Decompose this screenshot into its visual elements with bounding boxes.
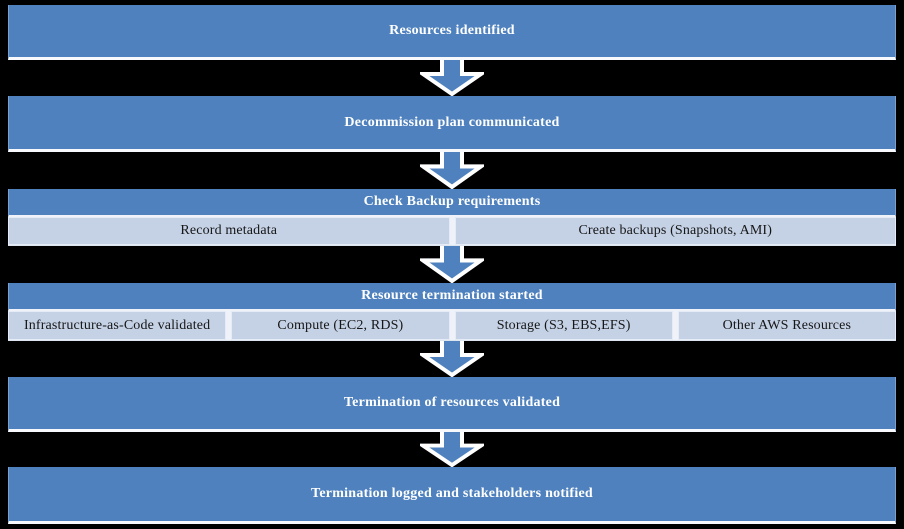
step-label: Decommission plan communicated: [344, 114, 560, 130]
connector-3: [8, 246, 896, 283]
step-label: Termination logged and stakeholders noti…: [311, 486, 593, 501]
subtask-label: Infrastructure-as-Code validated: [23, 317, 211, 333]
termination-subtasks-row: Infrastructure-as-Code validated Compute…: [8, 311, 896, 341]
down-arrow-icon: [420, 246, 484, 283]
group-label: Resource termination started: [361, 288, 543, 303]
subtask-record-metadata: Record metadata: [8, 217, 450, 245]
group-label: Check Backup requirements: [363, 194, 541, 209]
down-arrow-icon: [420, 60, 484, 96]
subtask-label: Storage (S3, EBS,EFS): [496, 317, 631, 333]
down-arrow-icon: [420, 341, 484, 377]
connector-4: [8, 341, 896, 377]
backup-subtasks-row: Record metadata Create backups (Snapshot…: [8, 217, 896, 246]
step-label: Resources identified: [389, 23, 515, 38]
subtask-label: Compute (EC2, RDS): [277, 317, 404, 333]
subtask-storage: Storage (S3, EBS,EFS): [454, 311, 673, 340]
step-termination-logged-notified: Termination logged and stakeholders noti…: [8, 467, 896, 524]
step-termination-validated: Termination of resources validated: [8, 377, 896, 432]
step-resources-identified: Resources identified: [8, 5, 896, 60]
step-resource-termination-started: Resource termination started Infrastruct…: [8, 283, 896, 341]
subtask-label: Create backups (Snapshots, AMI): [578, 223, 773, 238]
connector-1: [8, 60, 896, 96]
connector-2: [8, 152, 896, 189]
step-decommission-plan-communicated: Decommission plan communicated: [8, 96, 896, 152]
subtask-iac-validated: Infrastructure-as-Code validated: [8, 311, 227, 340]
subtask-compute: Compute (EC2, RDS): [231, 311, 450, 340]
connector-5: [8, 432, 896, 467]
subtask-label: Record metadata: [180, 223, 278, 238]
down-arrow-icon: [420, 432, 484, 467]
group-header: Check Backup requirements: [8, 189, 896, 217]
step-label: Termination of resources validated: [343, 395, 561, 410]
subtask-other-aws-resources: Other AWS Resources: [677, 311, 896, 340]
down-arrow-icon: [420, 152, 484, 189]
step-check-backup-requirements: Check Backup requirements Record metadat…: [8, 189, 896, 246]
group-header: Resource termination started: [8, 283, 896, 311]
subtask-create-backups: Create backups (Snapshots, AMI): [454, 217, 896, 245]
subtask-label: Other AWS Resources: [722, 317, 852, 333]
